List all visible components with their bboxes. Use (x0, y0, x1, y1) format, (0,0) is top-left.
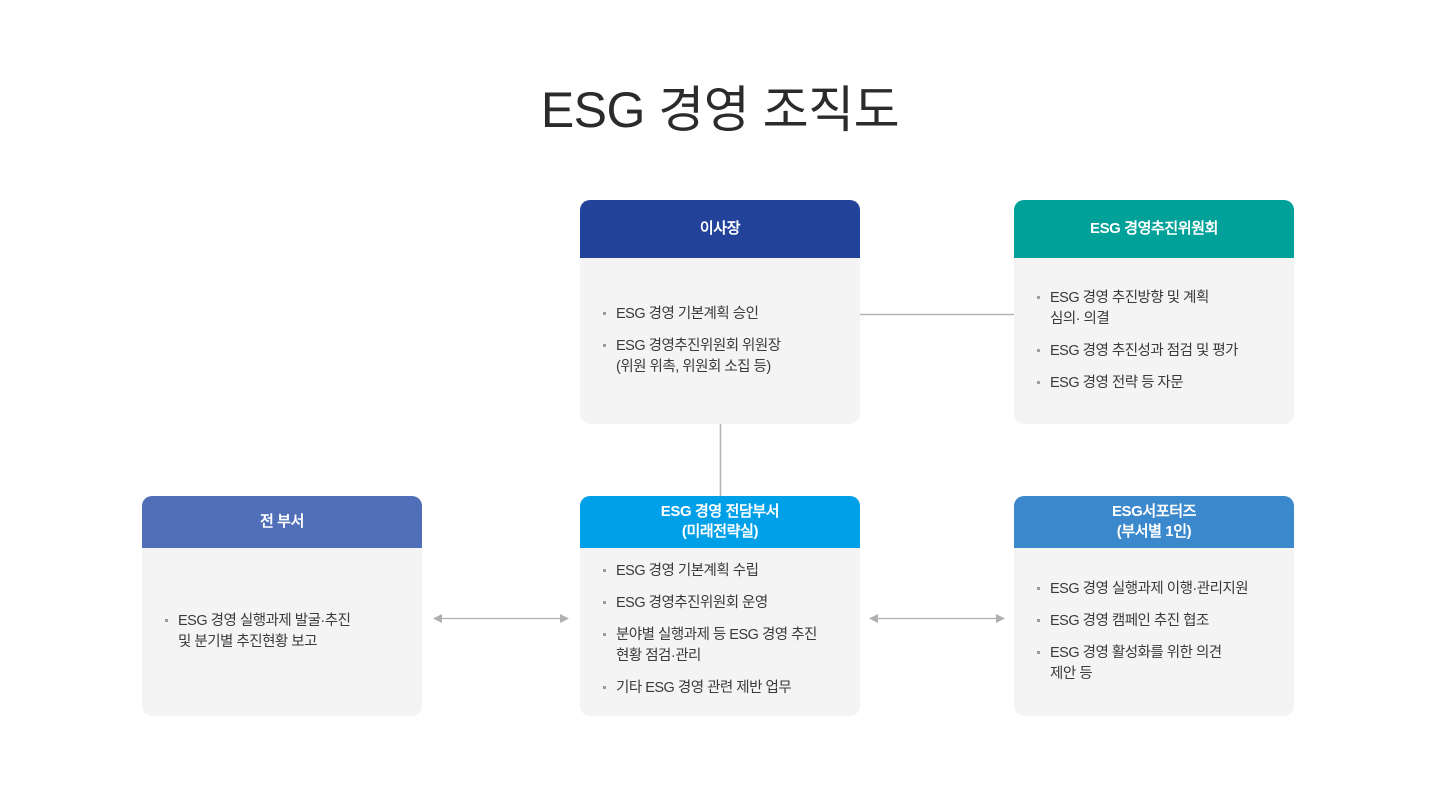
list-item: ESG 경영 추진성과 점검 및 평가 (1036, 341, 1274, 362)
node-dedicated-department-header-line2: (미래전략실) (681, 523, 759, 540)
list-item: 기타 ESG 경영 관련 제반 업무 (602, 678, 840, 699)
page-title: ESG 경영 조직도 (540, 81, 900, 138)
node-esg-supporters-body: ESG 경영 실행과제 이행·관리지원 ESG 경영 캠페인 추진 협조 ESG… (1014, 548, 1294, 716)
node-dedicated-department-body: ESG 경영 기본계획 수립 ESG 경영추진위원회 운영 분야별 실행과제 등… (580, 548, 860, 716)
node-chairman-body: ESG 경영 기본계획 승인 ESG 경영추진위원회 위원장(위원 위촉, 위원… (580, 258, 860, 424)
node-esg-supporters[interactable]: ESG서포터즈 (부서별 1인) ESG 경영 실행과제 이행·관리지원 ESG… (1014, 496, 1294, 716)
list-item: ESG 경영 전략 등 자문 (1036, 373, 1274, 394)
node-dedicated-department-header: ESG 경영 전담부서 (미래전략실) (580, 496, 860, 548)
node-dedicated-department-header-line1: ESG 경영 전담부서 (660, 502, 780, 520)
node-chairman-list: ESG 경영 기본계획 승인 ESG 경영추진위원회 위원장(위원 위촉, 위원… (602, 304, 840, 378)
list-item: ESG 경영 실행과제 이행·관리지원 (1036, 579, 1274, 600)
list-item: ESG 경영 캠페인 추진 협조 (1036, 611, 1274, 632)
list-item: ESG 경영 기본계획 승인 (602, 304, 840, 325)
node-esg-supporters-header-line1: ESG서포터즈 (1111, 502, 1197, 520)
node-esg-supporters-list: ESG 경영 실행과제 이행·관리지원 ESG 경영 캠페인 추진 협조 ESG… (1036, 579, 1274, 685)
list-item: ESG 경영추진위원회 위원장(위원 위촉, 위원회 소집 등) (602, 336, 840, 378)
list-item: ESG 경영 기본계획 수립 (602, 561, 840, 582)
node-esg-supporters-header-line2: (부서별 1인) (1116, 523, 1192, 540)
node-all-departments-header: 전 부서 (142, 496, 422, 548)
node-chairman[interactable]: 이사장 ESG 경영 기본계획 승인 ESG 경영추진위원회 위원장(위원 위촉… (580, 200, 860, 424)
node-esg-committee-header: ESG 경영추진위원회 (1014, 200, 1294, 258)
list-item: ESG 경영추진위원회 운영 (602, 593, 840, 614)
node-esg-supporters-header: ESG서포터즈 (부서별 1인) (1014, 496, 1294, 548)
node-dedicated-department-list: ESG 경영 기본계획 수립 ESG 경영추진위원회 운영 분야별 실행과제 등… (602, 561, 840, 699)
node-chairman-header: 이사장 (580, 200, 860, 258)
node-dedicated-department[interactable]: ESG 경영 전담부서 (미래전략실) ESG 경영 기본계획 수립 ESG 경… (580, 496, 860, 716)
